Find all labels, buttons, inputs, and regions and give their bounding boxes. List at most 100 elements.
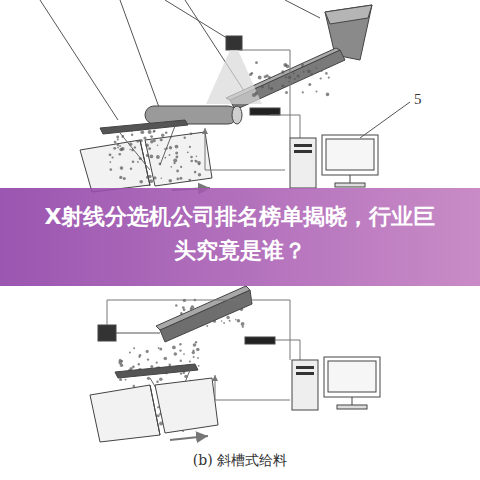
particle xyxy=(110,168,113,171)
particle xyxy=(268,87,270,89)
particle xyxy=(158,347,160,349)
figure-caption: (b) 斜槽式给料 xyxy=(140,452,340,470)
particle xyxy=(297,74,300,77)
particle xyxy=(123,177,126,180)
particle xyxy=(189,146,191,148)
particle xyxy=(120,364,124,368)
particle xyxy=(316,67,318,69)
particle xyxy=(129,143,132,146)
particle xyxy=(150,140,153,143)
particle xyxy=(261,85,264,88)
particle xyxy=(189,361,191,363)
particle xyxy=(139,139,142,142)
particle xyxy=(286,65,290,69)
particle xyxy=(112,156,114,158)
particle xyxy=(166,147,168,149)
particle xyxy=(252,93,256,97)
particle xyxy=(138,363,140,365)
particle xyxy=(165,131,168,134)
particle xyxy=(161,134,164,137)
particle xyxy=(113,147,116,150)
particle xyxy=(196,156,198,158)
particle xyxy=(150,135,153,138)
particle xyxy=(196,348,200,352)
particle xyxy=(164,157,166,159)
particle xyxy=(325,72,328,75)
particle xyxy=(170,136,172,138)
particle xyxy=(131,134,133,136)
particle xyxy=(159,348,162,351)
particle xyxy=(134,146,136,148)
particle xyxy=(139,129,141,131)
particle xyxy=(119,145,121,147)
particle xyxy=(180,166,182,168)
particle xyxy=(197,161,201,165)
particle xyxy=(187,151,189,153)
callout-number: 5 xyxy=(414,91,422,108)
particle xyxy=(153,130,155,132)
particle xyxy=(311,73,313,75)
particle xyxy=(190,156,193,159)
particle xyxy=(125,379,127,381)
particle xyxy=(241,322,245,326)
particle xyxy=(119,176,122,179)
particle xyxy=(130,168,132,170)
particle xyxy=(117,131,119,133)
particle xyxy=(191,305,195,309)
particle xyxy=(131,130,133,132)
particle xyxy=(294,78,296,80)
particle xyxy=(266,74,269,77)
particle xyxy=(120,166,124,170)
particle xyxy=(172,346,176,350)
particle xyxy=(255,61,258,64)
particle xyxy=(146,176,149,179)
particle xyxy=(161,178,163,180)
particle xyxy=(150,155,154,159)
title-banner xyxy=(0,188,480,286)
particle xyxy=(153,176,156,179)
particle xyxy=(194,171,197,174)
particle xyxy=(258,76,262,80)
particle xyxy=(117,144,120,147)
particle xyxy=(180,372,182,374)
particle xyxy=(139,180,143,184)
particle xyxy=(242,326,244,328)
particle xyxy=(156,362,158,364)
particle xyxy=(173,158,177,162)
particle xyxy=(157,145,159,147)
particle xyxy=(285,76,287,78)
particle xyxy=(177,178,180,181)
particle xyxy=(288,76,292,80)
particle xyxy=(175,152,178,155)
particle xyxy=(183,353,185,355)
particle xyxy=(146,350,149,353)
particle xyxy=(235,319,237,321)
particle xyxy=(171,166,173,168)
particle xyxy=(268,85,270,87)
particle xyxy=(169,146,172,149)
particle xyxy=(121,360,123,362)
particle xyxy=(184,137,186,139)
particle xyxy=(132,161,135,164)
particle xyxy=(116,136,119,139)
banner-title: X射线分选机公司排名榜单揭晓，行业巨头究竟是谁？ xyxy=(40,200,440,268)
particle xyxy=(198,365,200,367)
particle xyxy=(229,320,231,322)
particle xyxy=(303,71,305,73)
particle xyxy=(179,349,181,351)
particle xyxy=(122,135,124,137)
particle xyxy=(193,356,195,358)
particle xyxy=(119,378,122,381)
particle xyxy=(133,347,135,349)
particle xyxy=(109,153,112,156)
particle xyxy=(293,73,295,75)
particle xyxy=(301,66,303,68)
particle xyxy=(281,84,284,87)
particle xyxy=(249,73,252,76)
particle xyxy=(190,133,193,136)
particle xyxy=(136,128,139,131)
particle xyxy=(206,325,208,327)
particle xyxy=(159,377,163,381)
particle xyxy=(176,156,179,159)
particle xyxy=(321,71,323,73)
